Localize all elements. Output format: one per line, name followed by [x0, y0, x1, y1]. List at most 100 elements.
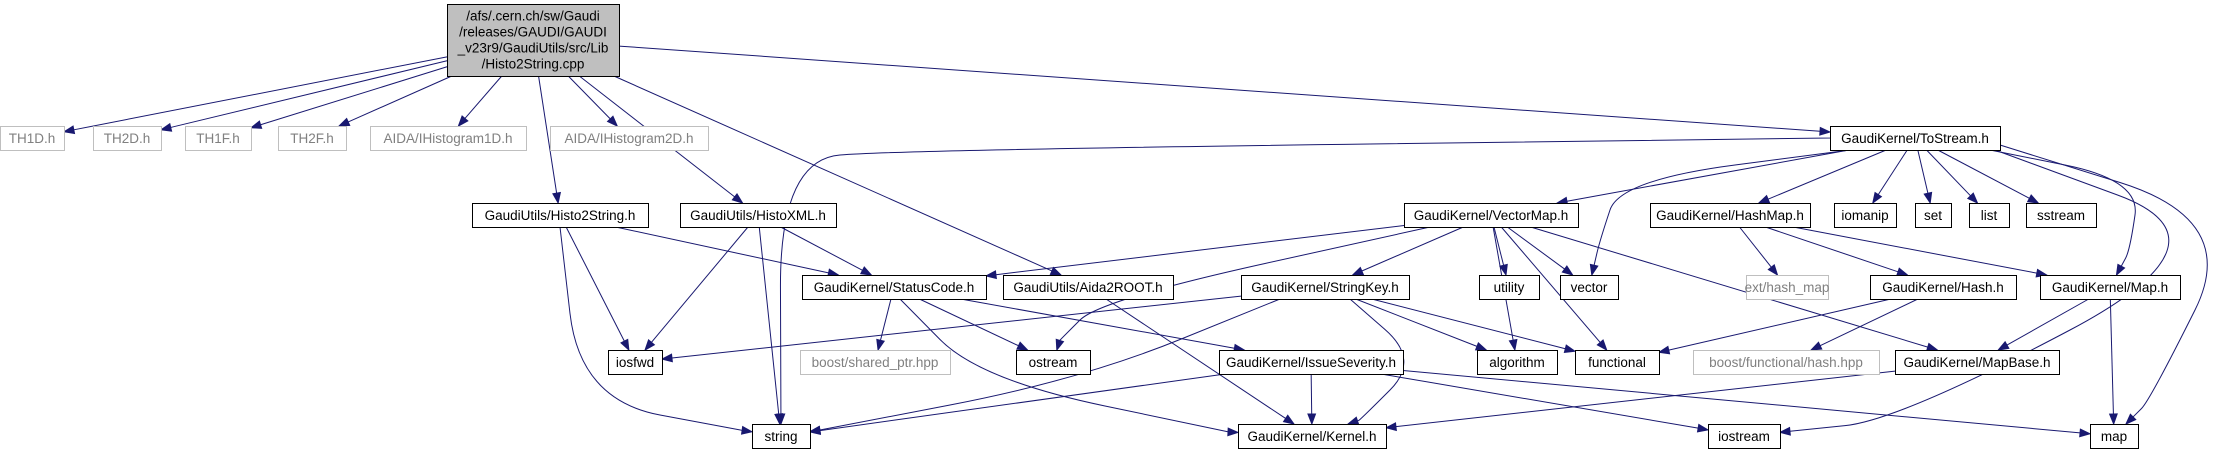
edge-root-to-aida1d [457, 75, 503, 128]
node-label-line: /Histo2String.cpp [482, 57, 585, 72]
edge-arrowhead [337, 117, 351, 127]
edge-tostream-to-vector [1589, 149, 1851, 277]
edge-line [1765, 226, 1899, 273]
node-box [1404, 203, 1579, 228]
node-box [608, 350, 663, 375]
node-functional[interactable]: functional [1575, 350, 1660, 375]
edge-root-to-a2r [613, 75, 1063, 276]
edge-tostream-to-list [1926, 149, 1979, 205]
node-isev[interactable]: GaudiKernel/IssueSeverity.h [1219, 350, 1404, 375]
edge-line [671, 295, 1242, 359]
node-utility[interactable]: utility [1479, 275, 1540, 300]
node-map[interactable]: map [2090, 424, 2139, 449]
edge-arrowhead [1809, 341, 1823, 351]
node-label: TH2D.h [104, 131, 151, 146]
edge-arrowhead [1589, 263, 1599, 277]
node-box [1241, 275, 1410, 300]
edge-line [1566, 149, 1850, 202]
edge-line [613, 75, 1053, 272]
node-box [802, 275, 987, 300]
node-skey[interactable]: GaudiKernel/StringKey.h [1241, 275, 1410, 300]
node-box [1219, 350, 1404, 375]
edge-skey-to-iosfwd [660, 295, 1242, 363]
node-kernel[interactable]: GaudiKernel/Kernel.h [1238, 424, 1387, 449]
edge-arrowhead [1561, 265, 1574, 276]
node-h2s[interactable]: GaudiUtils/Histo2String.h [472, 203, 649, 228]
edge-arrowhead [552, 191, 562, 205]
edge-line [1371, 298, 1566, 350]
node-string[interactable]: string [752, 424, 811, 449]
node-a2r[interactable]: GaudiUtils/Aida2ROOT.h [1003, 275, 1174, 300]
node-maph[interactable]: GaudiKernel/Map.h [2040, 275, 2181, 300]
edge-arrowhead [2125, 413, 2137, 425]
edge-arrowhead [1657, 345, 1671, 355]
node-label: iostream [1718, 429, 1770, 444]
edge-line [565, 226, 625, 342]
edge-hxml-to-iosfwd [644, 226, 749, 352]
edge-line [615, 226, 829, 274]
edge-hmap-to-hashh [1765, 226, 1909, 276]
node-label-line: _v23r9/GaudiUtils/src/Lib [457, 41, 609, 56]
node-aida2d: AIDA/IHistogram2D.h [550, 126, 709, 151]
edge-skey-to-functional [1371, 298, 1577, 353]
edge-h2s-to-iosfwd [565, 226, 630, 352]
edge-line [1395, 370, 1896, 428]
node-tostream[interactable]: GaudiKernel/ToStream.h [1830, 126, 2001, 151]
node-iosfwd[interactable]: iosfwd [608, 350, 663, 375]
edge-line [1381, 373, 1699, 429]
node-label: iomanip [1841, 208, 1888, 223]
node-box [1746, 275, 1829, 300]
edge-arrowhead [1307, 413, 1317, 426]
edge-line [899, 298, 1230, 433]
edge-arrowhead [1767, 263, 1779, 277]
edge-line [919, 298, 1019, 347]
edge-arrowhead [1696, 423, 1710, 433]
edge-arrowhead [1819, 126, 1832, 136]
node-box [1575, 350, 1660, 375]
node-label: GaudiKernel/Kernel.h [1247, 429, 1376, 444]
node-iomanip[interactable]: iomanip [1834, 203, 1897, 228]
node-label: string [764, 429, 797, 444]
node-sstream[interactable]: sstream [2026, 203, 2097, 228]
edge-maph-to-map [2108, 298, 2118, 426]
node-hashh[interactable]: GaudiKernel/Hash.h [1870, 275, 2017, 300]
node-box [1560, 275, 1619, 300]
node-box [1479, 275, 1540, 300]
node-box [1693, 350, 1880, 375]
node-label: AIDA/IHistogram1D.h [383, 131, 512, 146]
node-mapbase[interactable]: GaudiKernel/MapBase.h [1895, 350, 2060, 375]
edge-line [1793, 226, 2037, 274]
edge-arrowhead [1049, 266, 1063, 276]
node-vmap[interactable]: GaudiKernel/VectorMap.h [1404, 203, 1579, 228]
edge-line [1877, 149, 1908, 195]
edge-line [1500, 226, 1601, 343]
edge-arrowhead [1757, 194, 1771, 204]
node-list[interactable]: list [1969, 203, 2010, 228]
edge-line [567, 75, 611, 120]
edge-line [651, 226, 749, 343]
node-algorithm[interactable]: algorithm [1477, 350, 1558, 375]
node-th2d: TH2D.h [93, 126, 162, 151]
edge-hashh-to-functional [1657, 298, 1891, 355]
edge-arrowhead [457, 115, 469, 128]
node-hxml[interactable]: GaudiUtils/HistoXML.h [680, 203, 837, 228]
node-vector[interactable]: vector [1560, 275, 1619, 300]
node-label: GaudiKernel/StringKey.h [1251, 280, 1399, 295]
edge-line [1361, 226, 1464, 272]
node-label: ostream [1029, 355, 1078, 370]
edge-skey-to-algorithm [1355, 298, 1488, 351]
node-box [447, 4, 620, 77]
node-iostream[interactable]: iostream [1708, 424, 1781, 449]
edge-line [1530, 226, 1928, 348]
edge-statuscode-to-ostream [919, 298, 1029, 351]
node-statuscode[interactable]: GaudiKernel/StatusCode.h [802, 275, 987, 300]
edge-arrowhead [660, 353, 673, 363]
edge-hxml-to-statuscode [780, 226, 873, 276]
edge-arrowhead [1563, 344, 1577, 353]
node-hmap[interactable]: GaudiKernel/HashMap.h [1650, 203, 1811, 228]
node-label: GaudiKernel/Map.h [2052, 280, 2168, 295]
node-set[interactable]: set [1915, 203, 1952, 228]
node-ostream[interactable]: ostream [1016, 350, 1091, 375]
edge-tostream-to-set [1917, 149, 1933, 205]
node-box [370, 126, 527, 151]
